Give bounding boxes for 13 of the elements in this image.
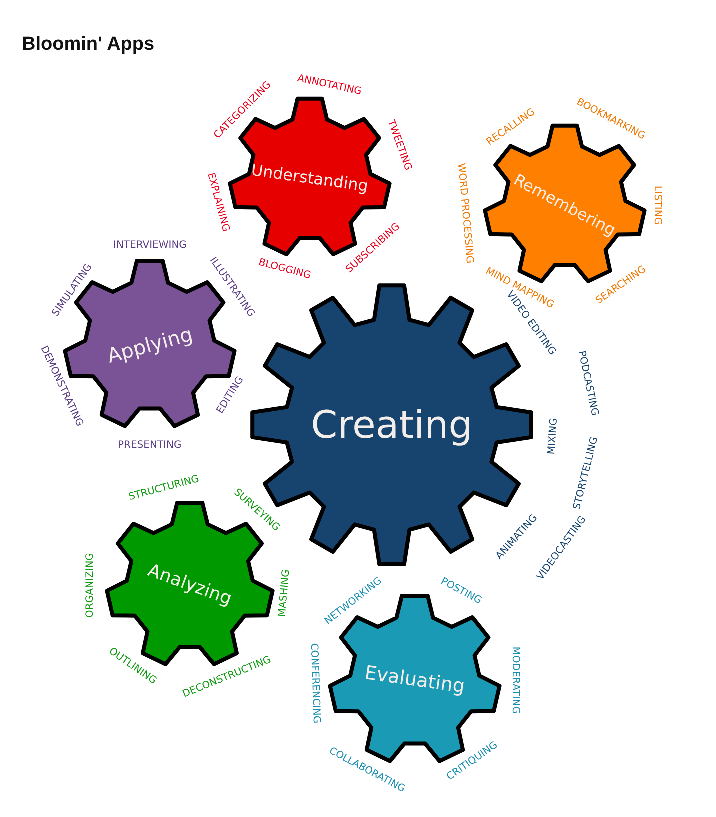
activity-label: PRESENTING	[118, 440, 182, 450]
activity-label: MASHING	[276, 569, 292, 618]
activity-label: LISTING	[652, 185, 663, 225]
diagram-title: Bloomin' Apps	[22, 34, 155, 56]
gear-label: Creating	[311, 403, 473, 447]
activity-label: INTERVIEWING	[114, 240, 187, 250]
activity-label: MIXING	[546, 418, 560, 455]
activity-label: ORGANIZING	[84, 552, 96, 618]
gear-label: Applying	[104, 322, 196, 368]
activity-label: WORD PROCESSING	[455, 163, 476, 264]
activity-label: MODERATING	[510, 646, 521, 714]
activity-label: CONFERENCING	[308, 643, 322, 724]
gear-label: Evaluating	[364, 662, 466, 698]
